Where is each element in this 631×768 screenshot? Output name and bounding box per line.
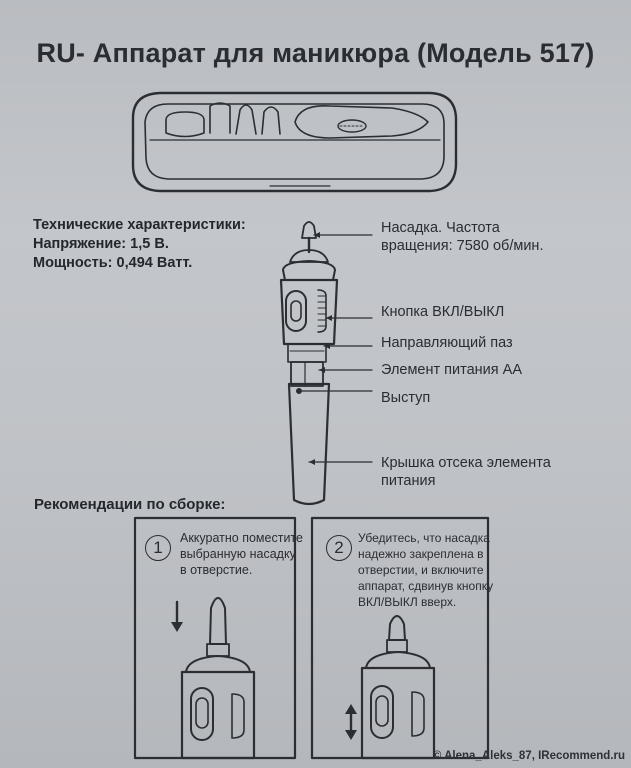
step-2-line: Убедитесь, что насадка bbox=[358, 531, 490, 545]
device-illustration bbox=[279, 221, 339, 506]
label-battery-cover-line-2: питания bbox=[381, 473, 436, 489]
specs-voltage: Напряжение: 1,5 В. bbox=[33, 236, 169, 252]
step-1-line: выбранную насадку bbox=[180, 547, 296, 561]
step-2-line: аппарат, сдвинув кнопку bbox=[358, 579, 494, 593]
label-power-button: Кнопка ВКЛ/ВЫКЛ bbox=[381, 304, 505, 320]
page-title: RU- Аппарат для маникюра (Модель 517) bbox=[36, 38, 595, 68]
assembly-recommendations-heading: Рекомендации по сборке: bbox=[34, 496, 226, 513]
step-2-line: ВКЛ/ВЫКЛ вверх. bbox=[358, 595, 457, 609]
label-nozzle-line-2: вращения: 7580 об/мин. bbox=[381, 238, 544, 254]
label-battery: Элемент питания АА bbox=[381, 362, 522, 378]
step-2-text: Убедитесь, что насадка надежно закреплен… bbox=[358, 530, 493, 610]
label-guide-groove: Направляющий паз bbox=[381, 335, 513, 351]
specs-heading: Технические характеристики: bbox=[33, 217, 246, 233]
step-2-line: надежно закреплена в bbox=[358, 547, 484, 561]
step-1-number: 1 bbox=[145, 535, 171, 561]
label-nozzle: Насадка. Частота вращения: 7580 об/мин. bbox=[381, 219, 543, 255]
step-1-line: в отверстие. bbox=[180, 563, 253, 577]
technical-specs: Технические характеристики: Напряжение: … bbox=[33, 216, 246, 273]
step-1-illustration bbox=[175, 597, 256, 760]
step-1-line: Аккуратно поместите bbox=[180, 531, 303, 545]
leader-lines bbox=[298, 234, 373, 463]
step-2-illustration bbox=[349, 615, 436, 760]
label-battery-cover: Крышка отсека элемента питания bbox=[381, 454, 551, 490]
step-2-line: отверстии, и включите bbox=[358, 563, 484, 577]
watermark: © Alena_Aleks_87, IRecommend.ru bbox=[432, 750, 625, 762]
label-ledge: Выступ bbox=[381, 390, 431, 406]
label-nozzle-line-1: Насадка. Частота bbox=[381, 220, 500, 236]
storage-case-illustration bbox=[131, 91, 458, 193]
label-battery-cover-line-1: Крышка отсека элемента bbox=[381, 455, 551, 471]
step-1-text: Аккуратно поместите выбранную насадку в … bbox=[180, 530, 303, 578]
step-2-number: 2 bbox=[326, 535, 352, 561]
specs-power: Мощность: 0,494 Ватт. bbox=[33, 255, 193, 271]
